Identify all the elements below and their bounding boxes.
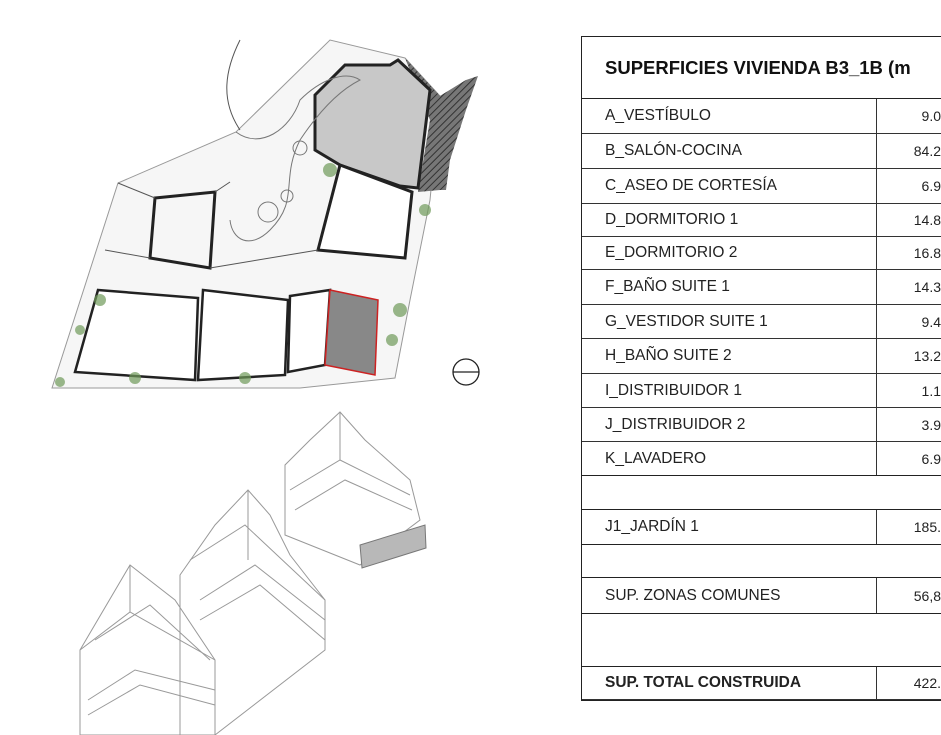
room-name: K_LAVADERO — [582, 442, 877, 475]
plan-line — [117, 182, 156, 199]
garden-name: J1_JARDÍN 1 — [582, 510, 877, 544]
table-row: I_DISTRIBUIDOR 1 1.1 — [582, 374, 941, 408]
table-row-total: SUP. TOTAL CONSTRUIDA 422. — [582, 667, 941, 700]
table-row: K_LAVADERO 6.9 — [582, 442, 941, 476]
garden-planter — [280, 189, 294, 203]
table-title-row: SUPERFICIES VIVIENDA B3_1B (m — [582, 37, 941, 99]
total-name: SUP. TOTAL CONSTRUIDA — [582, 667, 877, 699]
floor-plan — [51, 39, 478, 389]
vegetation — [94, 294, 106, 306]
vegetation — [323, 163, 337, 177]
table-row-garden: J1_JARDÍN 1 185. — [582, 510, 941, 545]
table-row-common: SUP. ZONAS COMUNES 56,8 — [582, 578, 941, 614]
room-name: I_DISTRIBUIDOR 1 — [582, 374, 877, 407]
table-row: H_BAÑO SUITE 2 13.2 — [582, 339, 941, 374]
plan-line — [104, 249, 151, 259]
areas-table: SUPERFICIES VIVIENDA B3_1B (m A_VESTÍBUL… — [581, 36, 941, 701]
empty-cell — [582, 614, 877, 666]
table-row: B_SALÓN-COCINA 84.2 — [582, 134, 941, 169]
room-area: 3.9 — [921, 416, 941, 433]
table-row: F_BAÑO SUITE 1 14.3 — [582, 270, 941, 305]
vegetation — [393, 303, 407, 317]
plan-line — [209, 249, 319, 269]
garden-area: 185. — [913, 519, 941, 535]
highlighted-unit-zone — [313, 58, 432, 190]
room-area: 13.2 — [913, 348, 941, 364]
vegetation — [386, 334, 398, 346]
site-plan-drawing — [51, 39, 480, 735]
room-area: 84.2 — [913, 143, 941, 159]
table-spacer-row — [582, 476, 941, 510]
room-name: A_VESTÍBULO — [582, 99, 877, 133]
vegetation — [239, 372, 251, 384]
room-area: 14.3 — [913, 279, 941, 295]
orientation-symbol — [452, 358, 480, 386]
common-area-value: 56,8 — [913, 587, 941, 604]
room-area: 1.1 — [921, 382, 941, 399]
room-name: C_ASEO DE CORTESÍA — [582, 169, 877, 203]
table-title: SUPERFICIES VIVIENDA B3_1B (m — [605, 56, 911, 78]
empty-cell — [582, 476, 877, 509]
empty-cell — [582, 545, 877, 577]
unit-outline — [316, 163, 414, 260]
garden-planter — [292, 140, 308, 156]
vegetation — [55, 377, 65, 387]
room-name: J_DISTRIBUIDOR 2 — [582, 408, 877, 441]
axonometric-view — [79, 411, 427, 735]
room-area: 9.0 — [921, 108, 941, 124]
unit-outline — [73, 288, 200, 382]
table-row: C_ASEO DE CORTESÍA 6.9 — [582, 169, 941, 204]
unit-outline — [286, 288, 332, 374]
room-area: 14.8 — [913, 212, 941, 228]
room-name: H_BAÑO SUITE 2 — [582, 339, 877, 373]
room-name: G_VESTIDOR SUITE 1 — [582, 305, 877, 338]
room-area: 6.9 — [921, 178, 941, 194]
table-row: E_DORMITORIO 2 16.8 — [582, 237, 941, 270]
unit-outline — [196, 288, 290, 382]
room-area: 9.4 — [921, 313, 941, 330]
room-name: D_DORMITORIO 1 — [582, 204, 877, 236]
plan-line — [214, 181, 231, 193]
room-name: F_BAÑO SUITE 1 — [582, 270, 877, 304]
vegetation — [419, 204, 431, 216]
table-row: A_VESTÍBULO 9.0 — [582, 99, 941, 134]
total-value: 422. — [913, 675, 941, 691]
common-area-name: SUP. ZONAS COMUNES — [582, 578, 877, 613]
garden-planter — [257, 201, 279, 223]
room-area: 6.9 — [921, 450, 941, 467]
garden-circle-arc — [226, 39, 241, 131]
table-spacer-row — [582, 545, 941, 578]
table-row: D_DORMITORIO 1 14.8 — [582, 204, 941, 237]
room-name: B_SALÓN-COCINA — [582, 134, 877, 168]
table-row: J_DISTRIBUIDOR 2 3.9 — [582, 408, 941, 442]
garden-path — [229, 75, 361, 242]
vegetation — [75, 325, 85, 335]
hatched-slope-east — [440, 76, 478, 190]
table-row: G_VESTIDOR SUITE 1 9.4 — [582, 305, 941, 339]
room-area: 16.8 — [913, 245, 941, 261]
selected-unit — [324, 289, 379, 376]
room-name: E_DORMITORIO 2 — [582, 237, 877, 269]
vegetation — [129, 372, 141, 384]
table-spacer-row — [582, 614, 941, 667]
